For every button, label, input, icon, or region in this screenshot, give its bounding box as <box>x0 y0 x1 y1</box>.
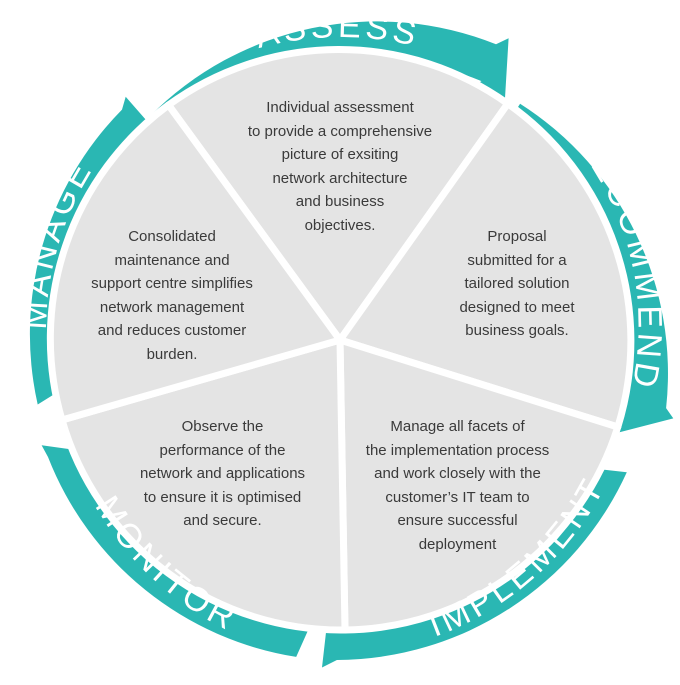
stage-description-recommend: Proposal submitted for a tailored soluti… <box>432 225 602 343</box>
text-line: objectives. <box>304 216 376 234</box>
text-line: and business <box>295 193 385 210</box>
text-line: the implementation process <box>365 441 550 459</box>
ring-arrow-implement <box>322 467 627 668</box>
text-line: to ensure it is optimised <box>143 488 302 506</box>
text-line: performance of the <box>159 441 286 459</box>
text-line: network architecture <box>272 169 408 187</box>
text-line: support centre simplifies <box>91 275 253 292</box>
text-line: Consolidated <box>128 228 216 245</box>
text-line: network and applications <box>139 465 306 482</box>
segment-recommend <box>336 100 635 431</box>
text-line: Proposal <box>487 228 547 245</box>
text-line: customer’s IT team to <box>385 488 530 506</box>
text-line: picture of exsiting <box>281 146 399 163</box>
stage-description-implement: Manage all facets of the implementation … <box>345 415 570 556</box>
text-line: tailored solution <box>464 275 570 292</box>
text-line: ensure successful <box>397 512 518 529</box>
text-line: and reduces customer <box>97 322 247 339</box>
segment-assess <box>165 46 512 344</box>
segment-monitor <box>58 336 349 634</box>
segment-manage <box>46 101 344 424</box>
text-line: and secure. <box>183 512 262 529</box>
ring-arrow-monitor <box>41 445 310 657</box>
text-line: business goals. <box>465 322 569 339</box>
text-line: Individual assessment <box>266 99 414 116</box>
text-line: and work closely with the <box>374 465 541 482</box>
text-line: to provide a comprehensive <box>247 122 433 140</box>
segment-implement <box>336 336 622 634</box>
stage-description-monitor: Observe the performance of the network a… <box>120 415 325 533</box>
stage-description-assess: Individual assessment to provide a compr… <box>220 96 460 237</box>
text-line: designed to meet <box>459 298 575 316</box>
ring-arrow-assess <box>149 21 509 145</box>
text-line: burden. <box>146 345 198 363</box>
text-line: Manage all facets of <box>390 418 525 435</box>
text-line: Observe the <box>181 418 264 435</box>
text-line: deployment <box>418 535 497 553</box>
stage-description-manage: Consolidated maintenance and support cen… <box>72 225 272 366</box>
text-line: maintenance and <box>114 251 230 269</box>
text-line: submitted for a <box>467 251 567 269</box>
text-line: network management <box>99 298 245 316</box>
pie-segments <box>46 46 635 634</box>
